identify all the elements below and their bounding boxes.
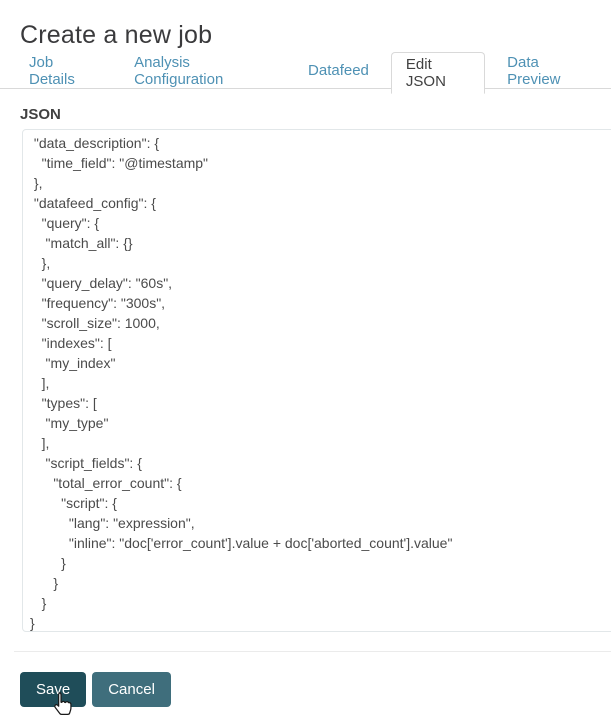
save-button[interactable]: Save (20, 672, 87, 707)
tab-data-preview[interactable]: Data Preview (507, 53, 561, 88)
cancel-button[interactable]: Cancel (92, 672, 171, 707)
page-title: Create a new job (20, 20, 213, 49)
tab-edit-json[interactable]: Edit JSON (390, 52, 486, 94)
actions-divider (14, 651, 611, 652)
action-buttons: Save Cancel (20, 672, 171, 707)
tab-job-details[interactable]: Job Details (29, 53, 75, 88)
json-editor[interactable]: "data_description": { "time_field": "@ti… (22, 129, 611, 632)
tab-analysis-configuration[interactable]: Analysis Configuration (134, 53, 224, 88)
tab-bar: Job Details Analysis Configuration Dataf… (0, 52, 611, 94)
tab-datafeed[interactable]: Datafeed (308, 62, 369, 79)
json-editor-label: JSON (20, 106, 61, 123)
